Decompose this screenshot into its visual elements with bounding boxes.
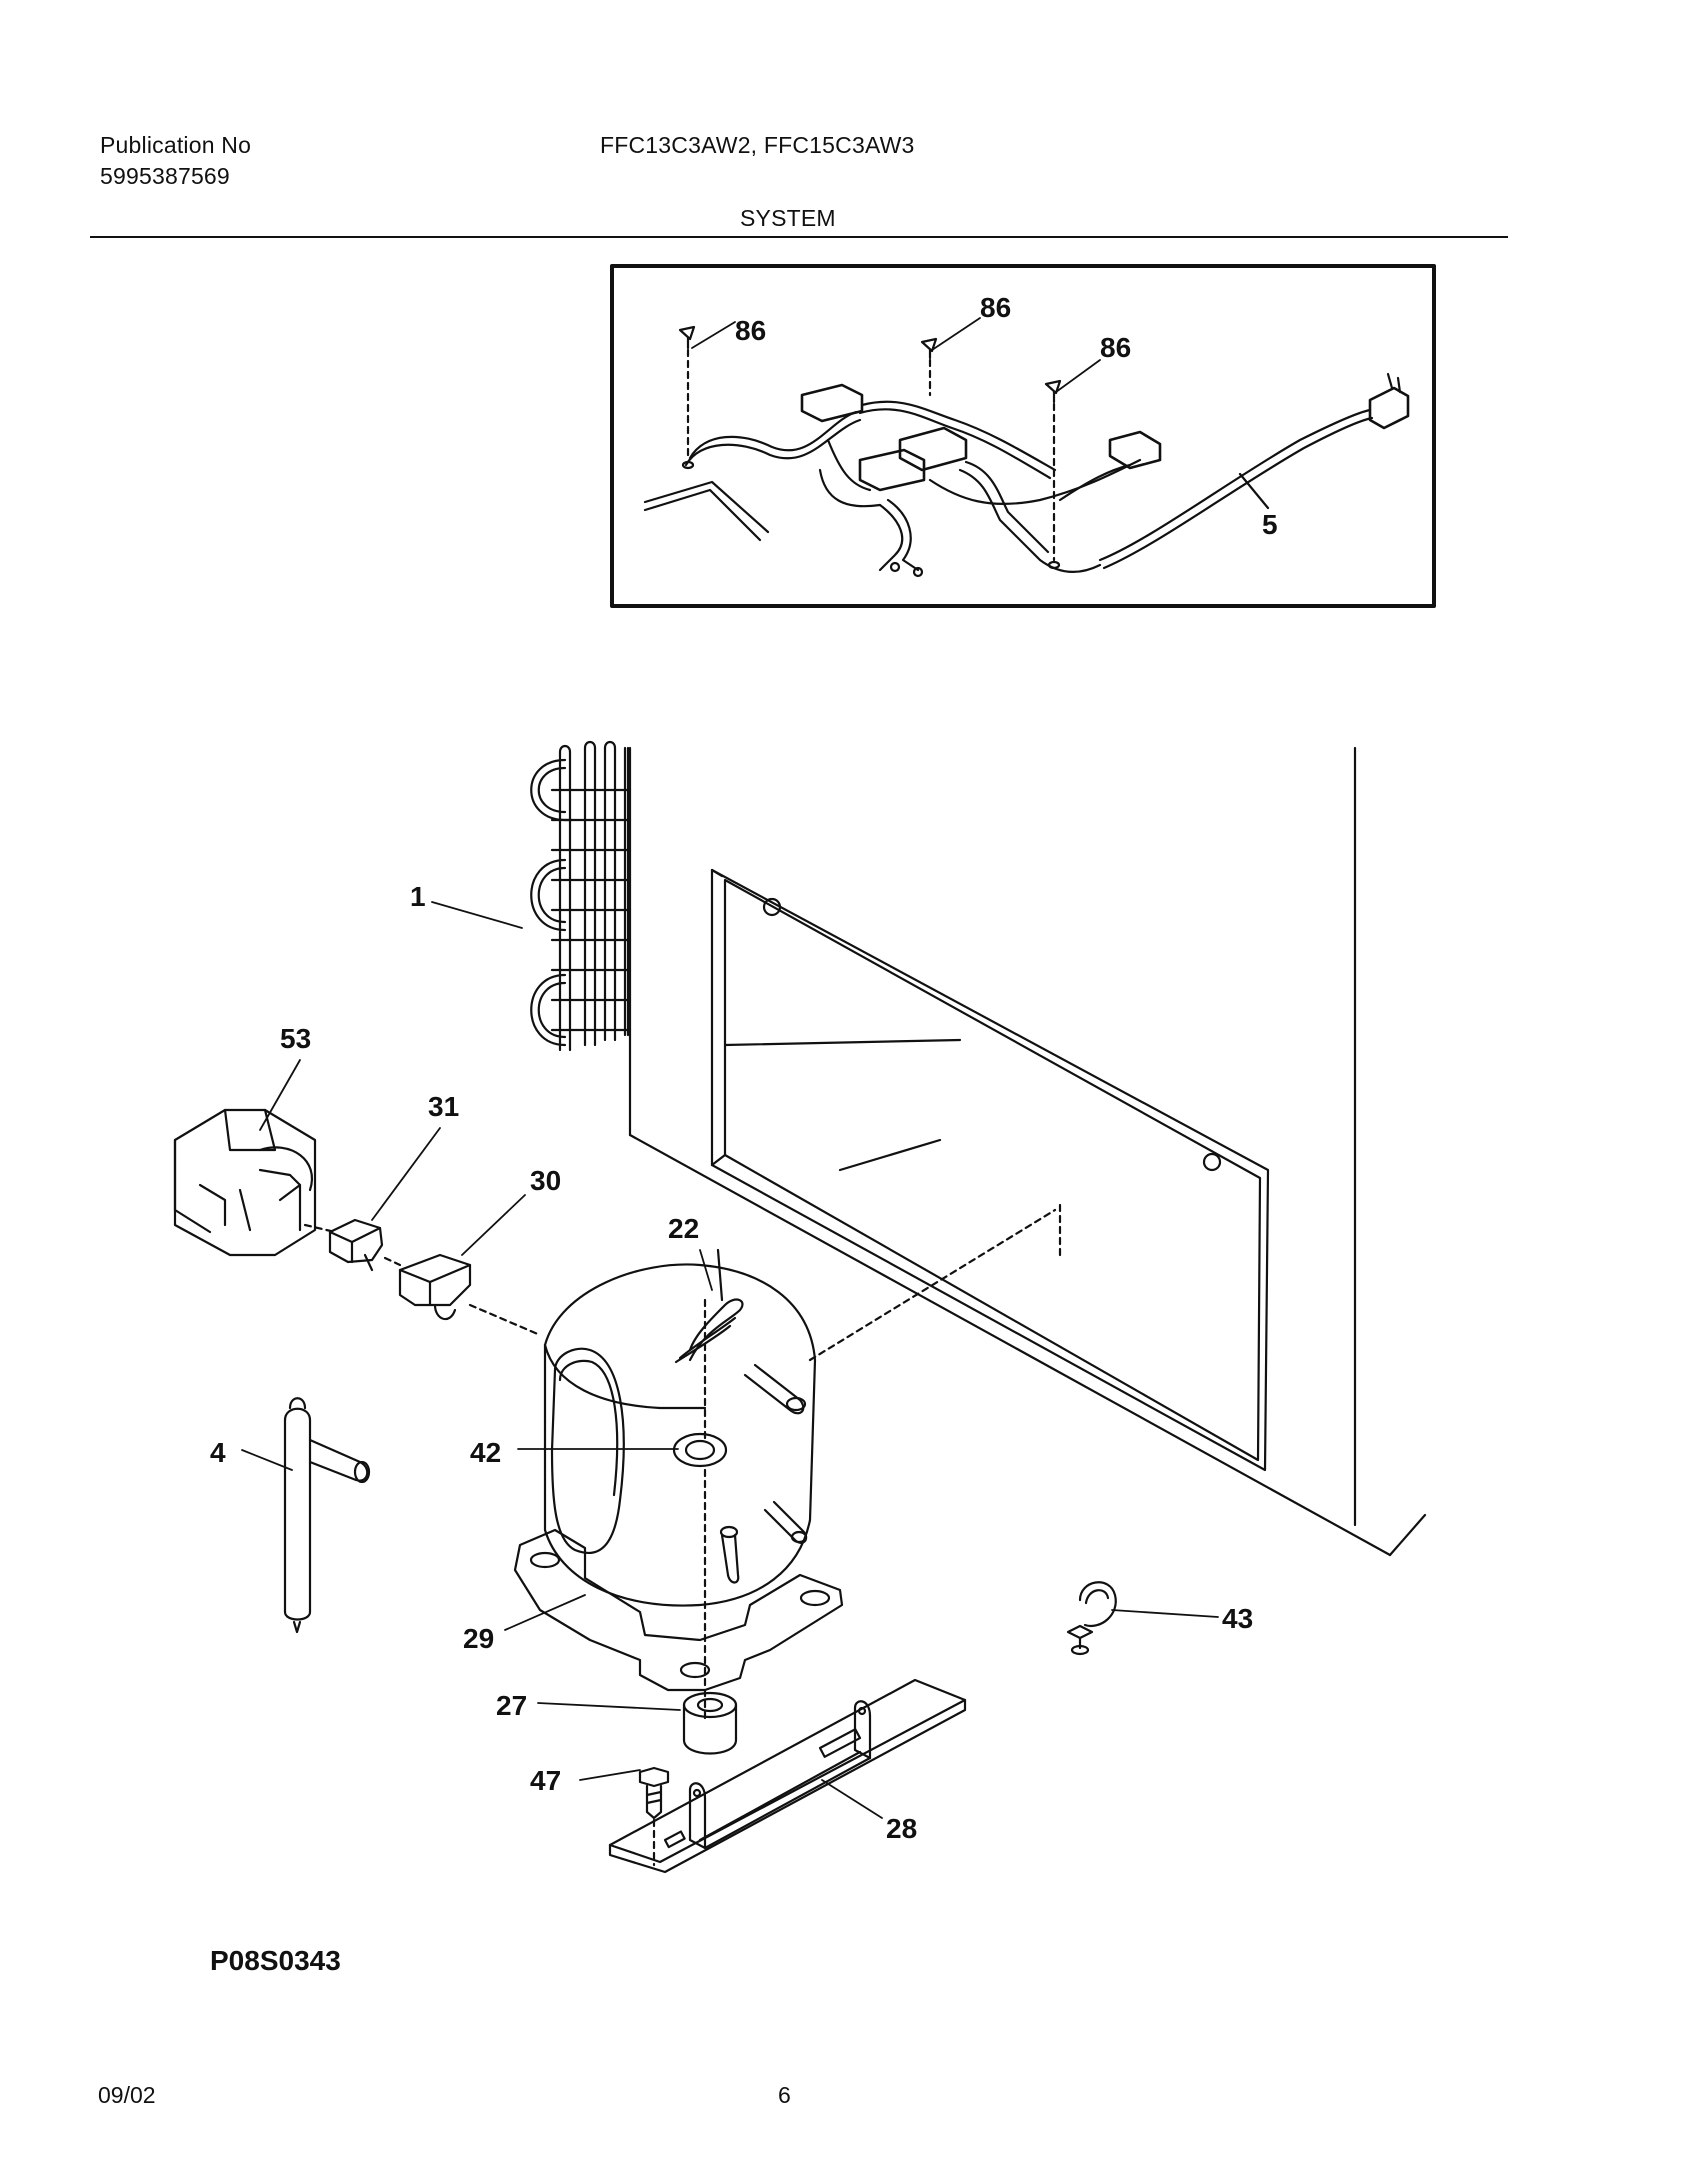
screw-86-left — [678, 325, 696, 470]
model-numbers: FFC13C3AW2, FFC15C3AW3 — [600, 132, 915, 158]
harness-inset-frame — [610, 264, 1436, 608]
callout-4: 4 — [210, 1437, 226, 1468]
mounting-screw — [638, 1766, 670, 1867]
page-number: 6 — [778, 2082, 791, 2108]
screw-86-right — [1044, 379, 1062, 570]
diagram-code: P08S0343 — [210, 1945, 341, 1976]
start-relay — [398, 1253, 542, 1337]
callout-86-mid: 86 — [980, 292, 1011, 323]
leader-lines — [241, 317, 1219, 1819]
callout-53: 53 — [280, 1023, 311, 1054]
callout-27: 27 — [496, 1690, 527, 1721]
callout-30: 30 — [530, 1165, 561, 1196]
section-title: SYSTEM — [740, 205, 836, 231]
footer-date: 09/02 — [98, 2082, 156, 2108]
header-rule — [90, 236, 1508, 238]
overload-protector — [328, 1218, 402, 1272]
freezer-cabinet — [628, 746, 1427, 1557]
condenser-coil — [530, 740, 632, 1052]
screw-86-mid — [920, 337, 938, 397]
publication-number: 5995387569 — [100, 163, 230, 189]
callout-43: 43 — [1222, 1603, 1253, 1634]
callout-22: 22 — [668, 1213, 699, 1244]
tubing-clamp — [1066, 1581, 1117, 1656]
wiring-harness — [643, 325, 1410, 578]
callout-42: 42 — [470, 1437, 501, 1468]
callout-86-right: 86 — [1100, 332, 1131, 363]
filter-drier — [283, 1397, 371, 1634]
publication-label: Publication No — [100, 132, 252, 158]
callout-47: 47 — [530, 1765, 561, 1796]
callout-86-left: 86 — [735, 315, 766, 346]
callout-labels: 86 86 86 5 1 53 31 30 22 4 42 29 43 27 4… — [210, 292, 1278, 1844]
callout-31: 31 — [428, 1091, 459, 1122]
relay-cover — [173, 1108, 337, 1257]
callout-1: 1 — [410, 881, 426, 912]
callout-5: 5 — [1262, 509, 1278, 540]
callout-29: 29 — [463, 1623, 494, 1654]
mounting-rail — [608, 1678, 967, 1874]
callout-28: 28 — [886, 1813, 917, 1844]
rubber-grommet — [682, 1691, 738, 1755]
compressor — [513, 1208, 1057, 1722]
